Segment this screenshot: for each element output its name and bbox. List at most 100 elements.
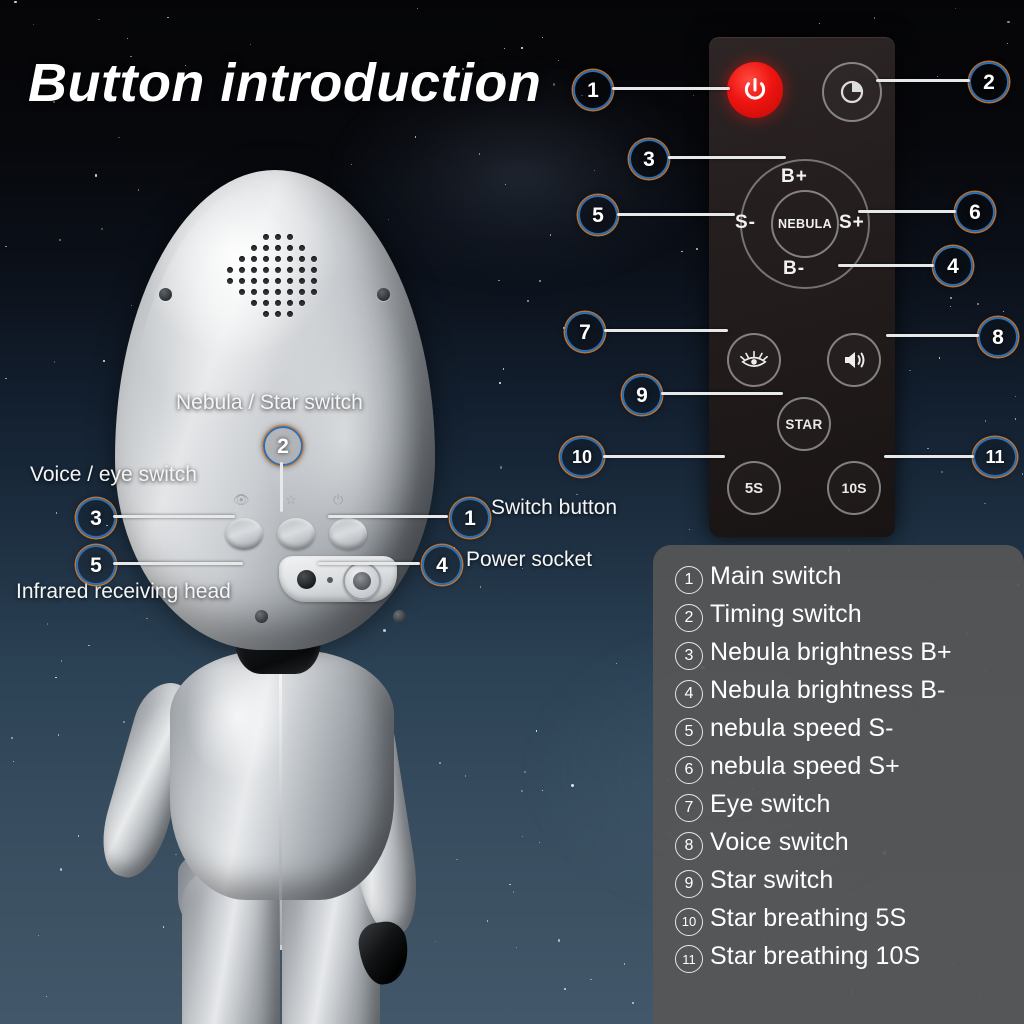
legend-item-label: Timing switch [710, 600, 862, 628]
helmet-screw-left [255, 610, 268, 623]
remote-callout-7: 7 [565, 312, 605, 352]
b-plus-button[interactable]: B+ [781, 166, 808, 187]
label-nebula-star-switch: Nebula / Star switch [176, 391, 363, 414]
voice-eye-icon: 👁 [233, 492, 250, 507]
legend-item-number: 9 [675, 870, 703, 898]
astronaut-torso [170, 650, 394, 900]
legend-item-label: Star breathing 5S [710, 904, 907, 932]
legend-item-number: 5 [675, 718, 703, 746]
timer-icon [840, 80, 864, 104]
legend-item-number: 1 [675, 566, 703, 594]
remote-callout-5: 5 [578, 195, 618, 235]
helmet-vent-left [159, 288, 172, 301]
legend-item-number: 8 [675, 832, 703, 860]
remote-callout-6: 6 [955, 192, 995, 232]
star-icon: ☆ [285, 492, 297, 507]
nebula-star-button[interactable] [277, 518, 315, 550]
power-icon [744, 77, 766, 100]
leader-device-5 [113, 562, 243, 565]
remote-callout-11: 11 [973, 437, 1017, 477]
s-plus-button[interactable]: S+ [839, 212, 865, 233]
voice-eye-button[interactable] [225, 518, 263, 550]
suit-zipper [279, 655, 282, 945]
leader-remote-4 [838, 264, 934, 267]
leader-remote-9 [661, 392, 783, 395]
page-title: Button introduction [28, 53, 542, 113]
device-callout-2: 2 [263, 426, 303, 466]
legend-item-label: Star breathing 10S [710, 941, 921, 970]
legend-item-label: Voice switch [710, 828, 849, 856]
legend-item-label: Main switch [710, 562, 842, 590]
legend-item-number: 6 [675, 756, 703, 784]
s-minus-button[interactable]: S- [735, 212, 756, 233]
legend-item-label: Eye switch [710, 790, 831, 818]
eye-button[interactable] [727, 333, 781, 387]
leader-remote-8 [886, 334, 979, 337]
label-infrared-head: Infrared receiving head [16, 580, 231, 603]
speaker-icon [845, 352, 865, 368]
device-callout-3: 3 [76, 498, 116, 538]
nebula-button[interactable]: NEBULA [771, 190, 839, 258]
label-switch-button: Switch button [491, 496, 618, 519]
status-led [327, 577, 333, 583]
legend-item-label: Nebula brightness B- [710, 676, 946, 704]
legend-item-number: 10 [675, 907, 703, 936]
legend-item-label: nebula speed S- [710, 714, 894, 742]
voice-button[interactable] [827, 333, 881, 387]
leader-remote-5 [617, 213, 735, 216]
power-button[interactable] [727, 62, 783, 118]
power-socket-pin [353, 572, 371, 590]
legend-item-number: 3 [675, 642, 703, 670]
helmet-screw-right [393, 610, 406, 623]
remote-callout-9: 9 [622, 375, 662, 415]
leader-device-1 [328, 515, 448, 518]
star-breathing-10s-button[interactable]: 10S [827, 461, 881, 515]
remote-callout-10: 10 [560, 437, 604, 477]
legend-item-number: 11 [675, 945, 703, 973]
main-switch-button[interactable] [329, 518, 367, 550]
leader-remote-11 [884, 455, 974, 458]
leader-remote-7 [604, 329, 728, 332]
legend-item-label: nebula speed S+ [710, 752, 900, 780]
remote-callout-4: 4 [933, 246, 973, 286]
legend-item-number: 2 [675, 604, 703, 632]
speaker-grille [223, 232, 327, 324]
leader-device-3 [113, 515, 235, 518]
infrared-receiver [297, 570, 316, 589]
legend-item-number: 7 [675, 794, 703, 822]
leader-remote-10 [603, 455, 725, 458]
label-power-socket: Power socket [466, 548, 593, 571]
leader-remote-1 [612, 87, 730, 90]
eye-icon [740, 350, 768, 367]
device-callout-1: 1 [450, 498, 490, 538]
remote-callout-3: 3 [629, 139, 669, 179]
leader-remote-6 [858, 210, 956, 213]
legend-item-number: 4 [675, 680, 703, 708]
remote-callout-1: 1 [573, 70, 613, 110]
legend-item-label: Star switch [710, 866, 834, 894]
leader-device-2 [280, 462, 283, 512]
device-callout-4: 4 [422, 545, 462, 585]
b-minus-button[interactable]: B- [783, 258, 806, 279]
direction-pad [740, 159, 870, 289]
star-button[interactable]: STAR [777, 397, 831, 451]
device-callout-5: 5 [76, 545, 116, 585]
leader-remote-2 [876, 79, 970, 82]
remote-callout-8: 8 [978, 317, 1018, 357]
timing-button[interactable] [822, 62, 882, 122]
star-breathing-5s-button[interactable]: 5S [727, 461, 781, 515]
leader-device-4 [318, 562, 420, 565]
